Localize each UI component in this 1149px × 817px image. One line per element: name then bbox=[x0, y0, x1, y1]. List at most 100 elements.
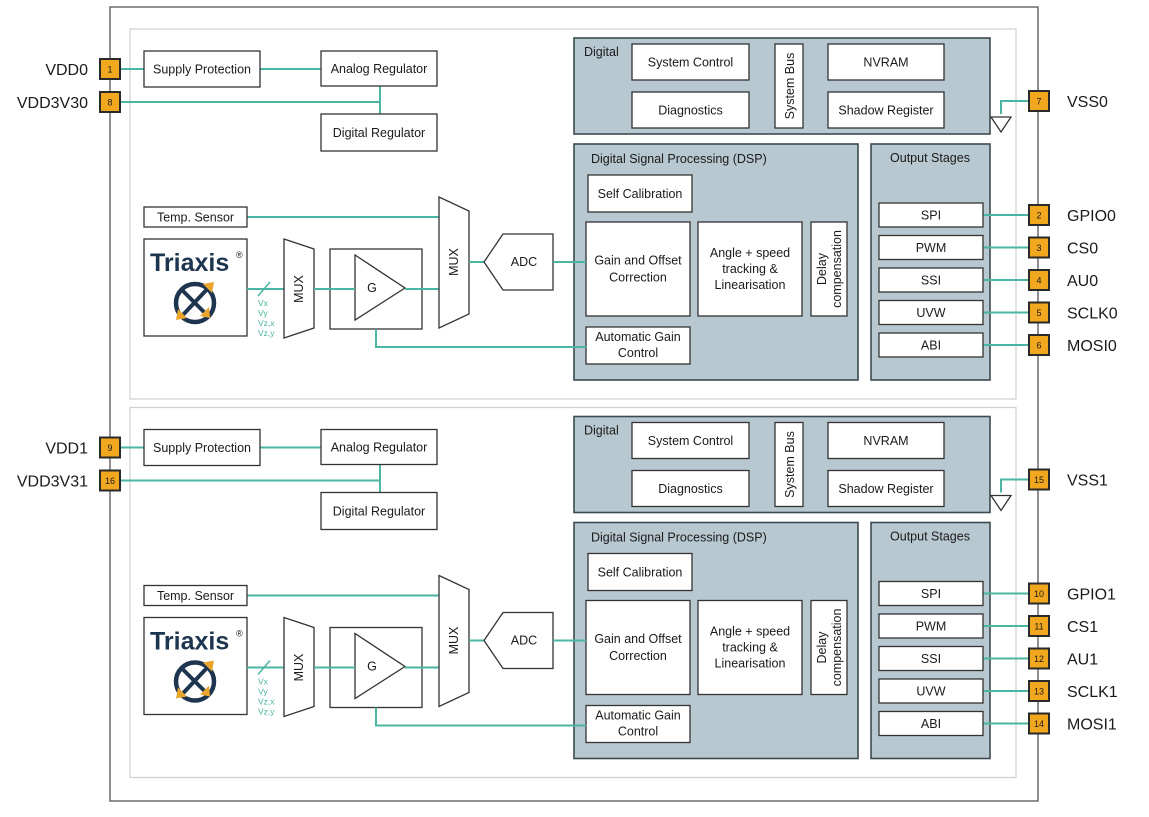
pin-sclk0-pad bbox=[1028, 301, 1050, 324]
pin-gpio0-label: GPIO0 bbox=[1067, 208, 1116, 225]
angle-speed-block bbox=[697, 221, 803, 317]
mux-large-label: MUX bbox=[447, 247, 461, 275]
agc-label-line-0: Automatic Gain bbox=[595, 330, 681, 344]
shadow-register-block-label: Shadow Register bbox=[838, 104, 933, 118]
pin-cs0-number: 3 bbox=[1036, 243, 1041, 253]
chip-outline bbox=[109, 6, 1039, 802]
pin-mosi0-label: MOSI0 bbox=[1067, 338, 1117, 355]
pin-vdd3v30-number: 8 bbox=[107, 98, 112, 108]
pin-vdd1-pad bbox=[99, 436, 121, 459]
output-pwm-block-label: PWM bbox=[916, 620, 947, 634]
pin-mosi1-number: 14 bbox=[1034, 719, 1044, 729]
output-spi-block-label: SPI bbox=[921, 209, 941, 223]
agc-label-line-1: Control bbox=[618, 725, 658, 739]
system-bus-label: System Bus bbox=[783, 431, 797, 498]
gain-offset-label-line-1: Correction bbox=[609, 271, 667, 285]
system-bus-block bbox=[774, 43, 804, 129]
triaxis-logo-arrow-left bbox=[176, 309, 187, 320]
pin-gpio1-pad bbox=[1028, 582, 1050, 605]
self-calibration-block bbox=[587, 552, 693, 592]
triaxis-logo-mark: ® bbox=[236, 629, 243, 639]
mux-small-label: MUX bbox=[292, 274, 306, 302]
system-bus-block bbox=[774, 421, 804, 508]
pin-gpio1-label: GPIO1 bbox=[1067, 587, 1116, 604]
shadow-register-block-label: Shadow Register bbox=[838, 482, 933, 496]
digital-panel-title: Digital bbox=[584, 45, 619, 59]
system-control-block bbox=[631, 421, 750, 460]
vss-wire bbox=[1000, 100, 1029, 114]
angle-speed-label-line-2: Linearisation bbox=[715, 657, 786, 671]
shadow-register-block bbox=[827, 469, 945, 508]
system-control-block-label: System Control bbox=[648, 434, 733, 448]
pin-vss0-label: VSS0 bbox=[1067, 94, 1108, 111]
analog-regulator-block bbox=[320, 428, 438, 466]
triaxis-logo-text: Triaxis bbox=[150, 249, 229, 277]
pin-au1-label: AU1 bbox=[1067, 652, 1098, 669]
pin-sclk1-number: 13 bbox=[1034, 687, 1044, 697]
analog-regulator-block-label: Analog Regulator bbox=[331, 62, 428, 76]
delay-compensation-label: Delaycompensation bbox=[815, 609, 844, 687]
output-abi-block-label: ABI bbox=[921, 339, 941, 353]
delay-compensation-line-0: Delay bbox=[815, 631, 829, 664]
self-calibration-block bbox=[587, 174, 693, 213]
shadow-register-block bbox=[827, 91, 945, 129]
dsp-panel-title: Digital Signal Processing (DSP) bbox=[591, 531, 767, 545]
angle-speed-label-line-2: Linearisation bbox=[715, 278, 786, 292]
output-stages-title: Output Stages bbox=[890, 151, 970, 165]
ground-symbol bbox=[989, 116, 1013, 134]
mux-small bbox=[283, 238, 315, 339]
output-pwm-block-label: PWM bbox=[916, 241, 947, 255]
output-spi-block-label: SPI bbox=[921, 587, 941, 601]
delay-compensation-line-1: compensation bbox=[830, 230, 844, 308]
analog-regulator-block bbox=[320, 50, 438, 87]
pin-mosi0-number: 6 bbox=[1036, 341, 1041, 351]
pin-sclk1-label: SCLK1 bbox=[1067, 684, 1118, 701]
pin-cs1-number: 11 bbox=[1034, 622, 1043, 632]
pin-mosi1-label: MOSI1 bbox=[1067, 717, 1117, 734]
output-stages-title: Output Stages bbox=[890, 530, 970, 544]
agc-feedback-wire bbox=[375, 329, 586, 348]
pin-vdd3v31-label: VDD3V31 bbox=[17, 474, 88, 491]
pin-gpio0-pad bbox=[1028, 204, 1050, 226]
angle-speed-label-line-1: tracking & bbox=[722, 641, 778, 655]
nvram-block-label: NVRAM bbox=[863, 434, 908, 448]
axis-label-2: Vz,x bbox=[258, 318, 275, 328]
pin-au0-pad bbox=[1028, 269, 1050, 291]
ground-symbol bbox=[989, 494, 1013, 512]
angle-speed-label-line-1: tracking & bbox=[722, 262, 778, 276]
agc-block bbox=[585, 704, 691, 744]
diagnostics-block bbox=[631, 91, 750, 129]
pin-vdd0-pad bbox=[99, 58, 121, 80]
system-bus-label: System Bus bbox=[783, 53, 797, 120]
supply-protection-block bbox=[143, 50, 261, 88]
output-pwm-block bbox=[878, 234, 984, 261]
axis-label-0: Vx bbox=[258, 298, 269, 308]
output-spi-block bbox=[878, 202, 984, 228]
temp-sensor-block bbox=[143, 584, 248, 607]
axis-label-1: Vy bbox=[258, 308, 268, 318]
diagnostics-block-label: Diagnostics bbox=[658, 104, 723, 118]
agc-block bbox=[585, 326, 691, 365]
pin-vdd3v30-pad bbox=[99, 91, 121, 113]
digital-regulator-block bbox=[320, 113, 438, 152]
triaxis-logo-arrow-left bbox=[176, 687, 187, 699]
dsp-panel-title: Digital Signal Processing (DSP) bbox=[591, 152, 767, 166]
gain-offset-label-line-1: Correction bbox=[609, 649, 667, 663]
vss-wire bbox=[1000, 478, 1029, 493]
pin-sclk0-label: SCLK0 bbox=[1067, 306, 1118, 323]
triaxis-logo-arrow-down bbox=[200, 307, 210, 318]
pin-cs0-label: CS0 bbox=[1067, 241, 1098, 258]
pin-vss1-pad bbox=[1028, 468, 1050, 491]
pin-vss1-label: VSS1 bbox=[1067, 473, 1108, 490]
triaxis-logo-ring bbox=[173, 281, 217, 325]
output-ssi-block bbox=[878, 645, 984, 672]
pin-cs0-pad bbox=[1028, 236, 1050, 259]
pin-mosi1-pad bbox=[1028, 712, 1050, 735]
mux-large bbox=[438, 574, 470, 708]
output-ssi-block-label: SSI bbox=[921, 274, 941, 288]
pin-vdd0-label: VDD0 bbox=[45, 62, 88, 79]
pin-vss0-pad bbox=[1028, 90, 1050, 112]
bus-width-slash bbox=[257, 660, 271, 675]
digital-regulator-block-label: Digital Regulator bbox=[333, 505, 425, 519]
